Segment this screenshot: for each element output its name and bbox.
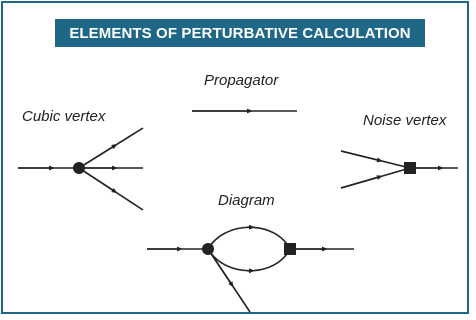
noise-vertex-label: Noise vertex [363, 112, 447, 129]
diagram-noise-vertex-square [284, 243, 296, 255]
noise-vertex-graph [340, 150, 458, 189]
one-loop-diagram [147, 224, 354, 313]
cubic-vertex-graph [18, 127, 144, 211]
figure-title-banner: ELEMENTS OF PERTURBATIVE CALCULATION [55, 19, 425, 47]
cubic-vertex-label: Cubic vertex [22, 108, 106, 125]
diagram-cubic-vertex-dot [202, 243, 214, 255]
propagator-label: Propagator [204, 72, 279, 89]
figure-frame [1, 1, 469, 314]
diagram-label: Diagram [218, 192, 275, 209]
cubic-vertex-dot [73, 162, 85, 174]
noise-vertex-square [404, 162, 416, 174]
